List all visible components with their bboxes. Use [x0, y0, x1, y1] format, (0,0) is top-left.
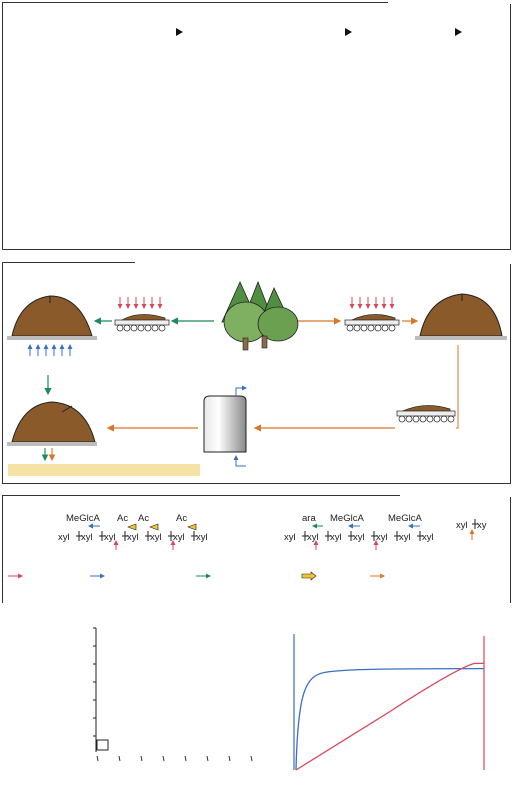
- svg-text:xyl: xyl: [376, 532, 388, 543]
- compost-pile-right: [415, 293, 507, 340]
- reactor-vessel: [203, 395, 247, 453]
- outlet-arrow: [235, 385, 247, 396]
- svg-text:xyl: xyl: [422, 532, 434, 543]
- process-diagram: [7, 280, 507, 476]
- red-down-arrows-left: [117, 297, 163, 309]
- svg-text:xyl: xyl: [150, 532, 162, 543]
- svg-text:xyl: xyl: [307, 532, 319, 543]
- panel-b-tab: [135, 261, 511, 264]
- svg-text:xyl: xyl: [456, 520, 468, 531]
- blue-up-arrows: [27, 344, 73, 356]
- svg-text:xyl: xyl: [196, 532, 208, 543]
- series-line-red: [295, 662, 484, 771]
- panel-a: [2, 2, 511, 250]
- conveyor-right: [344, 314, 400, 332]
- substituent-label: MeGlcA: [66, 513, 100, 524]
- compost-pile-lower-left: [7, 401, 97, 446]
- chart-left: [93, 627, 253, 762]
- svg-text:xyl: xyl: [127, 532, 139, 543]
- svg-text:xy: xy: [477, 520, 487, 531]
- substituent-label: Ac: [138, 513, 149, 524]
- svg-text:xyl: xyl: [399, 532, 411, 543]
- svg-text:xyl: xyl: [284, 532, 296, 543]
- svg-text:xyl: xyl: [353, 532, 365, 543]
- substituent-label: ara: [302, 513, 316, 524]
- y-ticks: [93, 627, 96, 737]
- xylan-backbone-left: xyl xyl xyl xyl xyl xyl xyl: [58, 531, 208, 543]
- compost-pile-left: [7, 295, 97, 340]
- panel-c-tab: [400, 494, 511, 497]
- series-line-blue: [295, 667, 485, 771]
- chart-right: [293, 634, 485, 771]
- substituent-label: MeGlcA: [388, 513, 422, 524]
- plot-marker: [96, 739, 109, 751]
- svg-text:xyl: xyl: [104, 532, 116, 543]
- substituent-label: Ac: [176, 513, 187, 524]
- conveyor-lower-right: [396, 405, 456, 423]
- legend: [8, 571, 385, 581]
- svg-text:xyl: xyl: [173, 532, 185, 543]
- svg-text:xyl: xyl: [81, 532, 93, 543]
- conveyor-left: [114, 314, 170, 332]
- xylan-backbone-right: xyl xyl xyl xyl xyl xyl xyl: [284, 531, 434, 543]
- play-arrow-icon: [176, 28, 183, 36]
- svg-text:xyl: xyl: [330, 532, 342, 543]
- flow-line: [456, 345, 459, 429]
- xylan-structures: MeGlcA Ac Ac Ac xyl xyl xyl xyl xyl xyl …: [8, 513, 487, 581]
- panel-c: [2, 495, 511, 603]
- legend-arrow-yellow: [301, 571, 317, 581]
- inlet-arrow: [233, 455, 246, 467]
- play-arrow-icon: [345, 28, 352, 36]
- yellow-band: [8, 464, 200, 476]
- svg-text:xyl: xyl: [58, 532, 70, 543]
- x-ticks: [96, 755, 253, 762]
- panel-a-tab: [388, 1, 511, 4]
- substituent-label: MeGlcA: [330, 513, 364, 524]
- play-arrow-icon: [455, 28, 462, 36]
- red-down-arrows-right: [349, 297, 395, 309]
- panel-a-graphics: [176, 28, 462, 36]
- substituent-label: Ac: [117, 513, 128, 524]
- xylobiose: xyl xy: [456, 519, 487, 531]
- forest-icon: [221, 280, 299, 351]
- esterase-arrow: [127, 523, 197, 531]
